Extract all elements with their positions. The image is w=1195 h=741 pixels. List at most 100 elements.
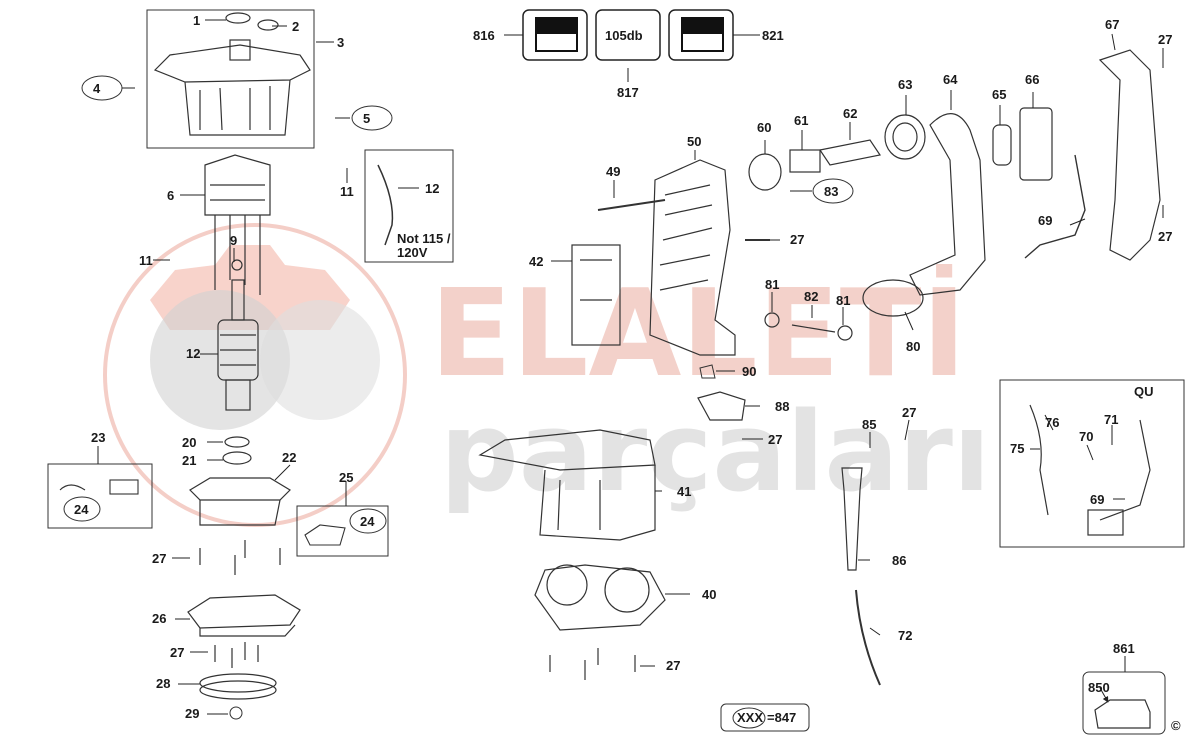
- badge-817-noise: [595, 9, 661, 61]
- label-60: 60: [757, 120, 771, 135]
- screws-27-upper: [199, 540, 281, 575]
- label-76: 76: [1045, 415, 1059, 430]
- watermark-brand-top: ELALETİ: [430, 264, 966, 404]
- label-40: 40: [702, 587, 716, 602]
- part-67-drawing: [1098, 49, 1161, 261]
- label-1: 12: [186, 346, 200, 361]
- arrow-heads: [1099, 687, 1109, 703]
- part-28-drawing: [199, 673, 277, 700]
- label-50: 50: [687, 134, 701, 149]
- label-90: 90: [742, 364, 756, 379]
- label-61: 61: [794, 113, 808, 128]
- part-861-box: [1082, 671, 1166, 735]
- screws-27-bottom: [549, 648, 636, 680]
- label-72: 72: [898, 628, 912, 643]
- label-4: 2: [292, 19, 299, 34]
- label-64: 64: [943, 72, 958, 87]
- part-23-box: [47, 463, 153, 529]
- part-labels: 1 2 3 4 5 6 9 11 12 20 21 22 23 24 24 25…: [74, 13, 1172, 721]
- oval-24-left: [63, 496, 101, 522]
- label-85: 85: [862, 417, 876, 432]
- label-26: 26: [152, 611, 166, 626]
- label-27-f: 27: [1158, 32, 1172, 47]
- label-83-mid: 5: [363, 111, 370, 126]
- label-6: 9: [230, 233, 237, 248]
- qu-box: [999, 379, 1185, 548]
- label-82: 82: [804, 289, 818, 304]
- legend-847: =847: [767, 710, 796, 725]
- parts-81-82-drawing: [764, 312, 853, 341]
- label-75: 75: [1010, 441, 1024, 456]
- screws-27-lower: [214, 642, 259, 668]
- label-69-qu: 69: [1090, 492, 1104, 507]
- part-90-drawing: [699, 364, 716, 379]
- qu-box-title: QU: [1134, 384, 1154, 399]
- part-3-box: [146, 9, 315, 149]
- label-83-left: 4: [93, 81, 101, 96]
- label-28: 28: [156, 676, 170, 691]
- label-861: 861: [1113, 641, 1135, 656]
- label-2: 6: [167, 188, 174, 203]
- wire-12-drawing: [377, 164, 394, 246]
- label-27-h: 27: [902, 405, 916, 420]
- part-86-drawing: [841, 467, 863, 571]
- label-88: 88: [775, 399, 789, 414]
- qu-parts-drawing: [1029, 404, 1151, 536]
- label-42: 42: [529, 254, 543, 269]
- label-66: 66: [1025, 72, 1039, 87]
- armature-drawing: [217, 259, 259, 411]
- copyright-mark: ©: [1171, 718, 1181, 733]
- bearing-20-drawing: [222, 436, 252, 465]
- oval-83-right: [812, 178, 854, 204]
- part-29-drawing: [229, 706, 243, 720]
- part-80-drawing: [862, 279, 924, 317]
- label-27-g: 27: [1158, 229, 1172, 244]
- label-27-e: 27: [790, 232, 804, 247]
- note-voltage-line2: 120V: [397, 245, 428, 260]
- label-65: 65: [992, 87, 1006, 102]
- brush-holder-drawing: [59, 479, 139, 495]
- case-850-drawing: [1094, 699, 1151, 729]
- label-11: 11: [340, 184, 354, 199]
- label-70: 70: [1079, 429, 1093, 444]
- part-26-drawing: [187, 594, 301, 637]
- label-27-b: 27: [170, 645, 184, 660]
- label-22: 22: [282, 450, 296, 465]
- label-12: 12: [425, 181, 439, 196]
- label-41: 41: [677, 484, 691, 499]
- legend-box: [720, 703, 810, 732]
- label-62: 62: [843, 106, 857, 121]
- label-850: 850: [1088, 680, 1110, 695]
- note-voltage-line1: Not 115 /: [397, 231, 451, 246]
- watermark-logo-icon: [103, 223, 407, 527]
- label-80: 80: [906, 339, 920, 354]
- badge-821-label: 821: [762, 28, 784, 43]
- wire-69-drawing: [1024, 154, 1086, 259]
- oval-24-right: [349, 508, 387, 534]
- badge-821: [668, 9, 734, 61]
- leader-lines: [97, 19, 1164, 715]
- part-12-box: [364, 149, 454, 263]
- badge-noise-text: 105db: [605, 28, 643, 43]
- label-24-left: 24: [74, 502, 89, 517]
- cord-72-drawing: [855, 589, 881, 686]
- switch-25-drawing: [304, 524, 346, 546]
- label-81-right: 81: [836, 293, 850, 308]
- label-71: 71: [1104, 412, 1118, 427]
- watermark: ELALETİ parçaları: [103, 223, 991, 527]
- parts-60-66-drawing: [748, 107, 1053, 296]
- label-3: 3: [337, 35, 344, 50]
- badge-816-label: 816: [473, 28, 495, 43]
- label-29: 29: [185, 706, 199, 721]
- label-24-right: 24: [360, 514, 375, 529]
- badge-816: [522, 9, 588, 61]
- label-20: 20: [182, 435, 196, 450]
- label-67: 67: [1105, 17, 1119, 32]
- label-86: 86: [892, 553, 906, 568]
- stator-drawing: [204, 154, 271, 295]
- label-9: 11: [139, 253, 153, 268]
- part-40-drawing: [534, 564, 666, 631]
- screw-49-drawing: [597, 199, 666, 211]
